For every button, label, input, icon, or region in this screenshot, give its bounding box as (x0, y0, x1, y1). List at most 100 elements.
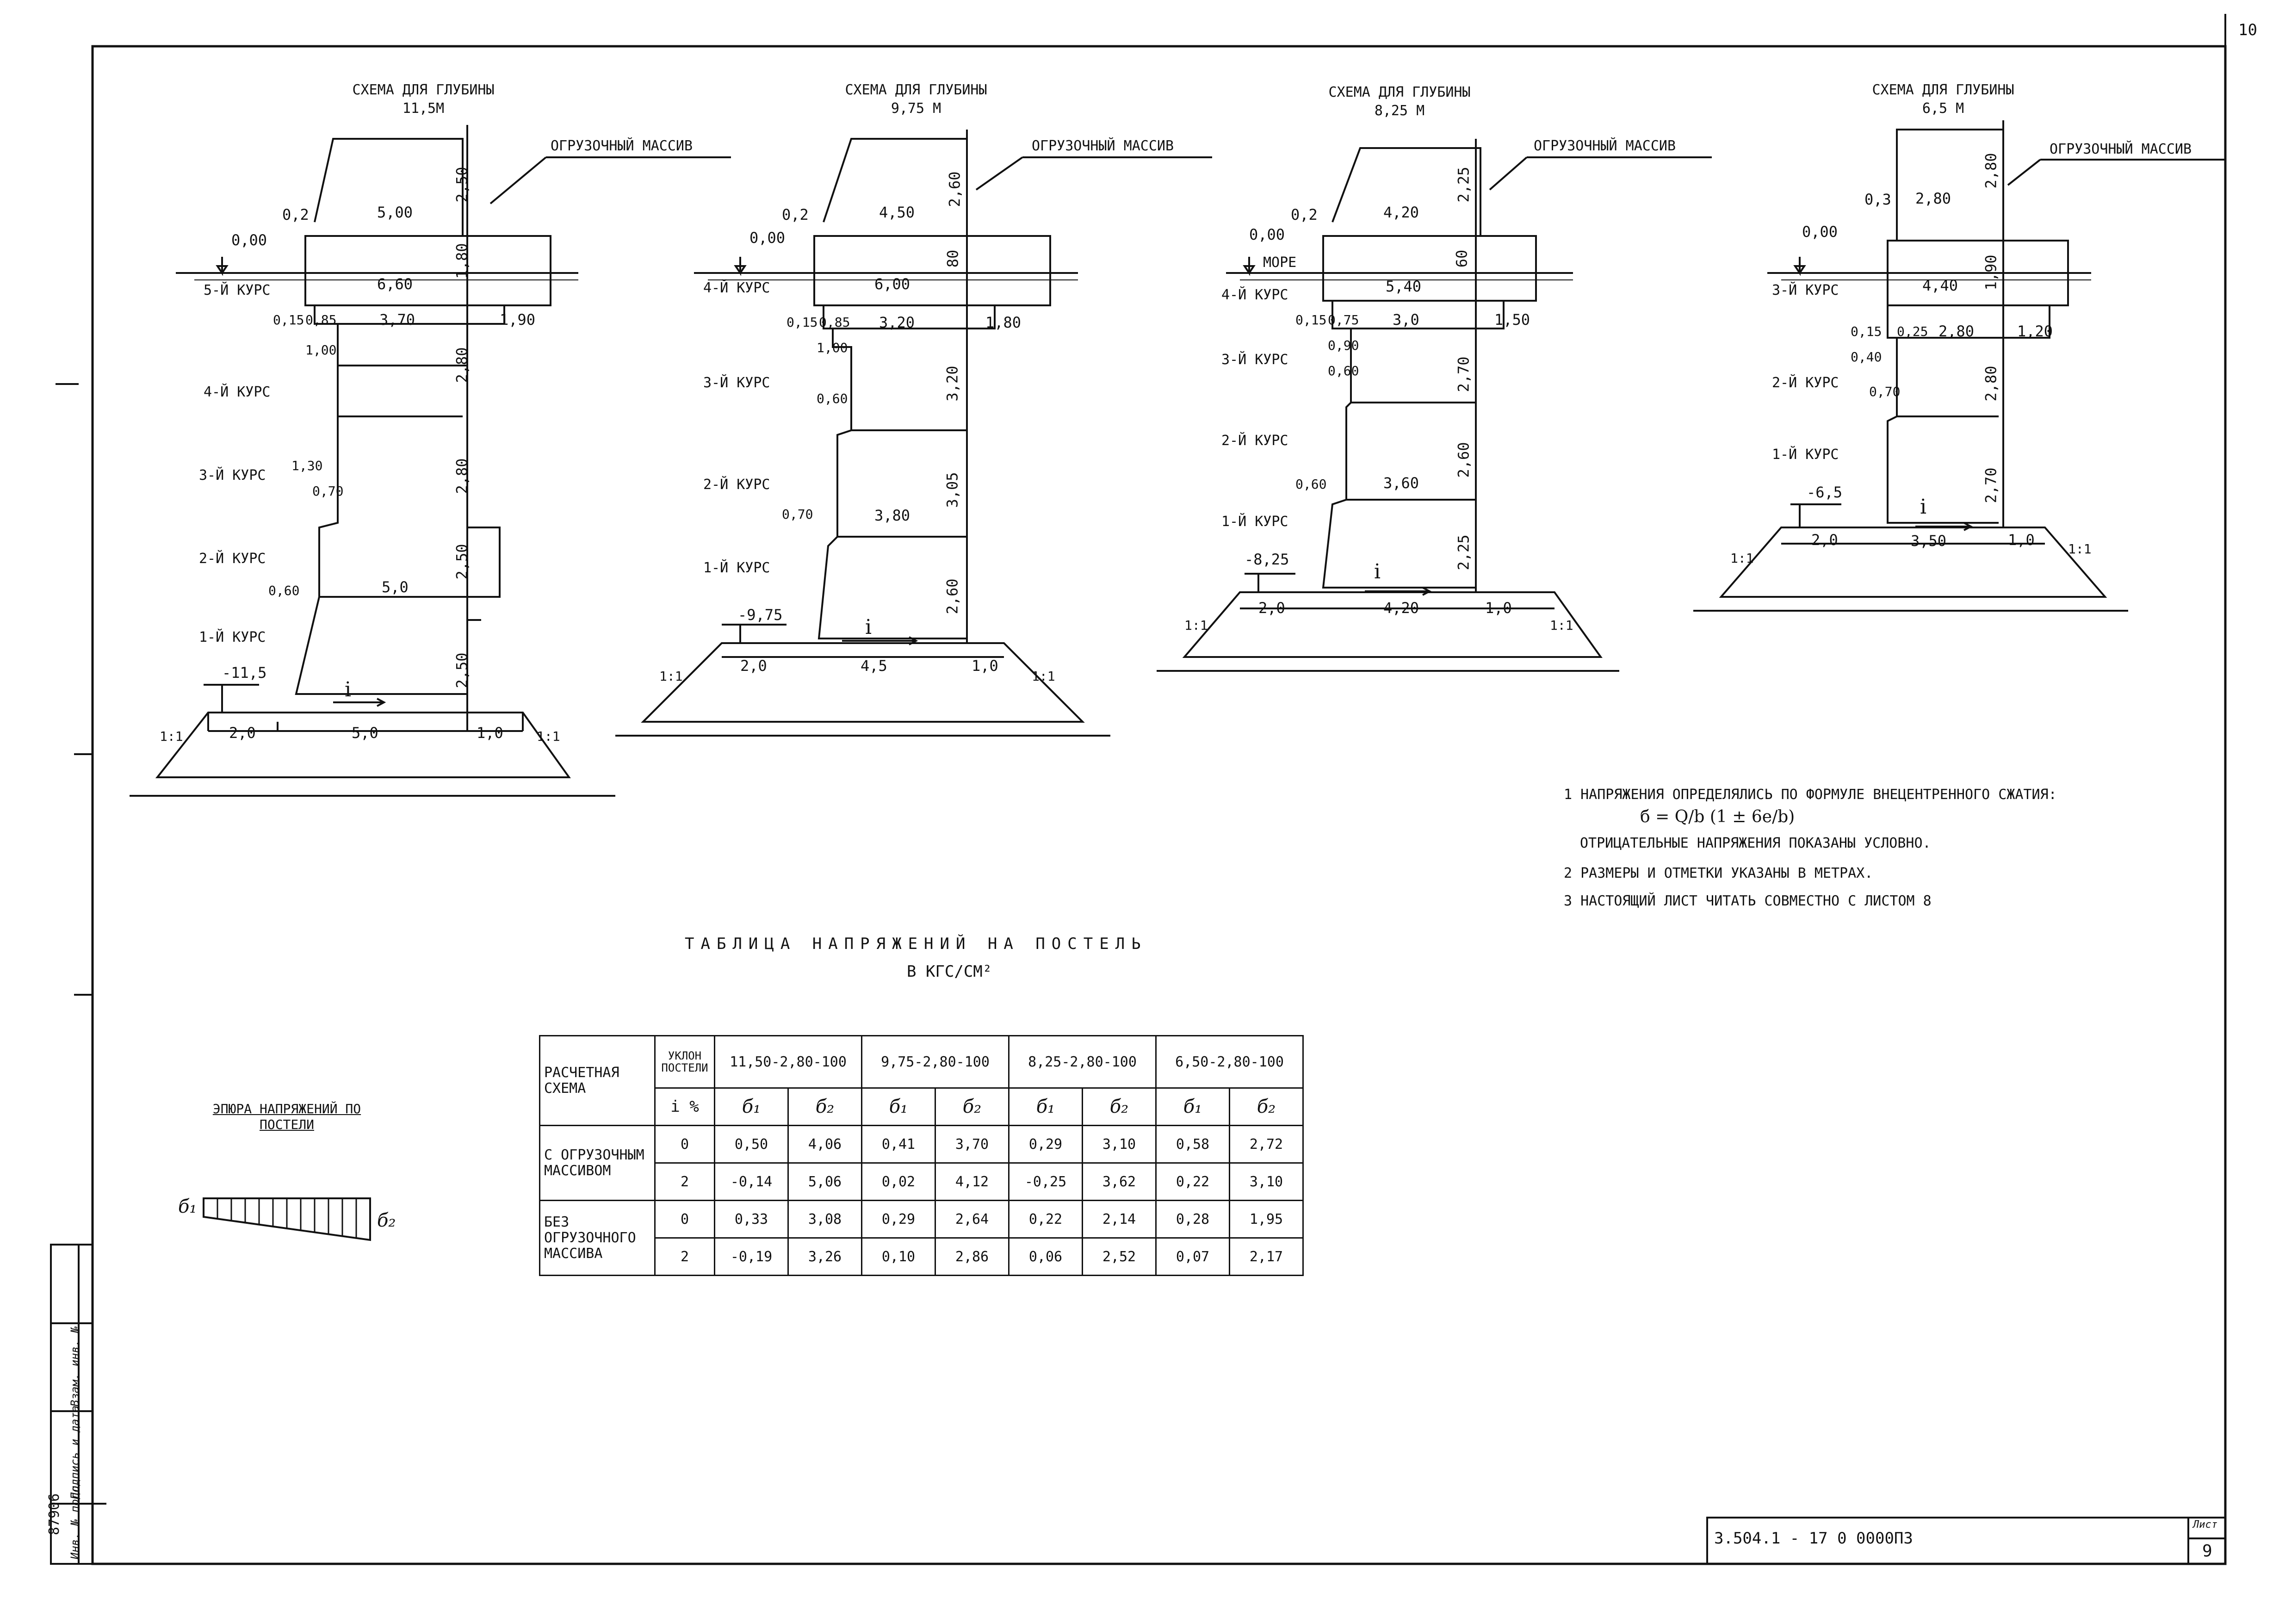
epure-title: ЭПЮРА НАПРЯЖЕНИЙ ПО ПОСТЕЛИ (212, 1101, 361, 1132)
scheme-1-course-1: 1-Й КУРС (199, 629, 266, 645)
scheme-1-dim: 1,30 (291, 458, 323, 473)
scheme-1-dim: 1,0 (477, 724, 503, 742)
table-cell: 4,06 (787, 1125, 862, 1164)
stress-table: РАСЧЕТНАЯ СХЕМА УКЛОН ПОСТЕЛИ 11,50-2,80… (539, 1035, 1304, 1276)
sheet-top-number: 10 (2238, 21, 2257, 39)
table-slope-unit: i % (654, 1087, 715, 1126)
scheme-3-dim: 0,15 (1295, 312, 1327, 328)
table-cell: 0,50 (714, 1125, 789, 1164)
table-group-header: 8,25-2,80-100 (1008, 1035, 1157, 1089)
scheme-1-dim: 1,90 (500, 311, 536, 329)
scheme-2-dim: 1,0 (972, 657, 998, 675)
table-row-group: БЕЗ ОГРУЗОЧНОГО МАССИВА (539, 1200, 656, 1276)
scheme-1-dim: 6,60 (377, 275, 413, 293)
table-cell: 0,58 (1155, 1125, 1230, 1164)
table-cell: 0,28 (1155, 1200, 1230, 1239)
scheme-3-dim: 0,90 (1328, 338, 1359, 353)
table-cell: 2,52 (1082, 1237, 1157, 1276)
table-cell: 0,22 (1155, 1162, 1230, 1201)
scheme-1-dim: 5,00 (377, 204, 413, 221)
scheme-1-slope-i: i (345, 678, 352, 701)
scheme-3-dim: 3,60 (1383, 474, 1419, 492)
scheme-2-slope-right: 1:1 (1032, 669, 1055, 684)
scheme-4-dim: 0,40 (1851, 349, 1882, 365)
scheme-2-dim: 0,2 (782, 206, 809, 223)
scheme-3-dim: 3,0 (1393, 311, 1419, 329)
scheme-2-dim: 2,0 (740, 657, 767, 675)
table-cell: 1,95 (1229, 1200, 1304, 1239)
scheme-3-zero-mark: 0,00 (1249, 226, 1285, 243)
scheme-2-massif-label: ОГРУЗОЧНЫЙ МАССИВ (1032, 138, 1174, 154)
table-cell: -0,25 (1008, 1162, 1083, 1201)
scheme-4-dim: 2,0 (1811, 531, 1838, 549)
scheme-1-dim: 0,85 (305, 312, 337, 328)
note-formula: б = Q/b (1 ± 6e/b) (1640, 807, 1795, 826)
scheme-4-massif-label: ОГРУЗОЧНЫЙ МАССИВ (2050, 141, 2192, 157)
table-title: ТАБЛИЦА НАПРЯЖЕНИЙ НА ПОСТЕЛЬ (685, 935, 1147, 953)
scheme-2-slope-i: i (865, 615, 872, 639)
table-cell: 5,06 (787, 1162, 862, 1201)
table-sigma2: б₂ (787, 1087, 862, 1126)
scheme-2-dim: 0,15 (787, 315, 818, 330)
scheme-4-dim: 0,70 (1869, 384, 1901, 399)
scheme-3-course-4: 4-Й КУРС (1221, 287, 1288, 303)
scheme-4-bottom-mark: -6,5 (1807, 483, 1843, 501)
scheme-4-dim: 0,25 (1897, 324, 1928, 339)
scheme-3-massif-label: ОГРУЗОЧНЫЙ МАССИВ (1534, 138, 1676, 154)
sheet-label: Лист (2193, 1519, 2217, 1531)
table-cell: 2,86 (935, 1237, 1009, 1276)
scheme-1-course-2: 2-Й КУРС (199, 551, 266, 567)
table-row: С ОГРУЗОЧНЫМ МАССИВОМ 0 0,50 4,06 0,41 3… (539, 1125, 1304, 1201)
scheme-4-course-3: 3-Й КУРС (1772, 282, 1839, 298)
scheme-3-dim: 4,20 (1383, 204, 1419, 221)
table-group-header: 11,50-2,80-100 (714, 1035, 862, 1089)
table-cell: 2,14 (1082, 1200, 1157, 1239)
scheme-3-course-3: 3-Й КУРС (1221, 352, 1288, 368)
table-header-slope: УКЛОН ПОСТЕЛИ (654, 1035, 715, 1089)
table-cell: 3,10 (1082, 1125, 1157, 1164)
scheme-3-dim: 2,0 (1258, 599, 1285, 617)
scheme-1-slope-right: 1:1 (537, 729, 560, 744)
scheme-2-dim: 1,80 (985, 314, 1022, 331)
scheme-1-zero-mark: 0,00 (231, 231, 267, 249)
scheme-2-course-2: 2-Й КУРС (703, 477, 770, 493)
table-cell: 0,07 (1155, 1237, 1230, 1276)
scheme-1-dim: 0,2 (282, 206, 309, 223)
scheme-2-course-4: 4-Й КУРС (703, 280, 770, 296)
scheme-3-dim: 0,2 (1291, 206, 1318, 223)
scheme-4-course-1: 1-Й КУРС (1772, 446, 1839, 463)
table-cell: 0,02 (861, 1162, 936, 1201)
scheme-1-dim: 1,00 (305, 342, 337, 358)
scheme-1-dim: 0,60 (268, 583, 300, 598)
scheme-2-dim: 4,50 (879, 204, 915, 221)
table-cell: -0,19 (714, 1237, 789, 1276)
scheme-4-dim: 1,0 (2008, 531, 2035, 549)
scheme-1-slope-left: 1:1 (160, 729, 183, 744)
table-group-header: 9,75-2,80-100 (861, 1035, 1009, 1089)
table-cell: 2,64 (935, 1200, 1009, 1239)
scheme-2-dim: 0,60 (817, 391, 848, 406)
scheme-4-dim: 2,80 (1915, 190, 1951, 207)
table-cell: 0,22 (1008, 1200, 1083, 1239)
table-cell: 0 (654, 1200, 715, 1239)
table-header-scheme: РАСЧЕТНАЯ СХЕМА (539, 1035, 656, 1126)
table-sigma1: б₁ (1155, 1087, 1230, 1126)
table-cell: 0 (654, 1125, 715, 1164)
table-cell: 0,29 (1008, 1125, 1083, 1164)
table-cell: 4,12 (935, 1162, 1009, 1201)
scheme-1-dim: 5,0 (382, 578, 409, 596)
scheme-2-bottom-mark: -9,75 (738, 606, 783, 624)
scheme-1-dim: 0,70 (312, 483, 344, 499)
scheme-1-dim: 0,15 (273, 312, 304, 328)
scheme-4-slope-i: i (1920, 495, 1927, 519)
table-row: БЕЗ ОГРУЗОЧНОГО МАССИВА 0 0,33 3,08 0,29… (539, 1200, 1304, 1276)
table-row-group: С ОГРУЗОЧНЫМ МАССИВОМ (539, 1125, 656, 1201)
